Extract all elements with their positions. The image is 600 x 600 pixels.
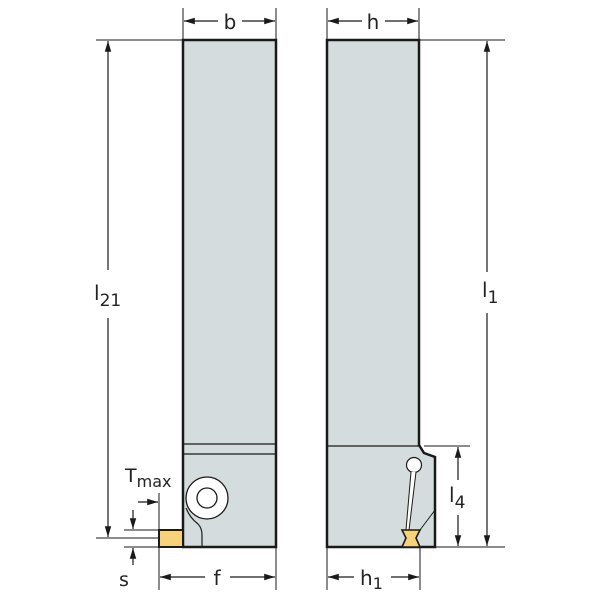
h-label: h xyxy=(367,10,380,34)
l1-label: l1 xyxy=(482,278,498,308)
h1-label: h1 xyxy=(360,566,383,593)
s-label: s xyxy=(119,569,129,591)
left-holder-body xyxy=(181,38,278,549)
tmax-label: Tmax xyxy=(124,465,171,491)
l4-label: l4 xyxy=(449,483,465,513)
l21-label: l21 xyxy=(94,281,121,311)
f-label: f xyxy=(213,566,221,590)
b-label: b xyxy=(224,10,237,34)
clamp-screw-inner xyxy=(196,487,218,509)
right-holder-body xyxy=(325,38,437,549)
lever-diagonal xyxy=(419,509,436,531)
clamp-slot xyxy=(185,507,203,546)
left-view: b l21 Tmax s f xyxy=(94,8,278,591)
right-view: h l1 l4 h1 xyxy=(325,8,505,593)
cutting-insert xyxy=(158,529,184,548)
lever-pivot xyxy=(405,456,423,474)
